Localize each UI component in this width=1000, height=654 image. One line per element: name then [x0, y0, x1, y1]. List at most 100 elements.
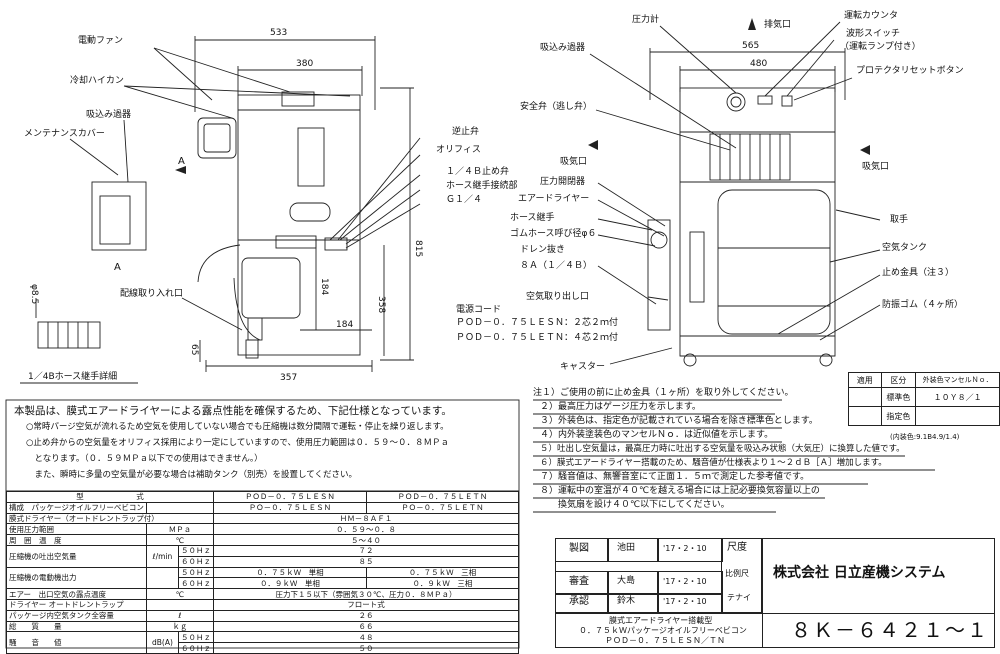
spec-temp-unit: ℃: [145, 534, 215, 546]
label-power-cord-1: ＰＯＤ－０．７５ＬＥＳＮ：２芯２ｍ付: [456, 318, 619, 328]
tb-r3-date: '17・2・10: [663, 597, 707, 606]
spec-trap-value: フロート式: [213, 598, 519, 611]
spec-motor-hz60: ６０Ｈｚ: [178, 577, 214, 590]
color-header-class: 区分: [880, 372, 917, 388]
dim-65: 65: [189, 344, 199, 356]
spec-motor-unit: [145, 566, 180, 590]
dim-184-vertical: 184: [319, 278, 329, 296]
note-6: ６）膜式エアードライヤー搭載のため、騒音値が仕様表より１～２ｄＢ［Ａ］増加します…: [540, 458, 887, 468]
table-row: 構成 パッケージオイルフリーベビコン ＰＯ－０．７５ＬＥＳＮ ＰＯ－０．７５ＬＥ…: [6, 501, 520, 514]
label-power-cord-2: ＰＯＤ－０．７５ＬＥＴＮ：４芯２ｍ付: [456, 333, 619, 343]
label-exhaust: 排気口: [764, 20, 792, 30]
color-row-1-apply: [848, 387, 882, 407]
spec-flow-hz60: ６０Ｈｚ: [178, 555, 214, 568]
spec-pkg-label: パッケージオイルフリーベビコン: [31, 503, 144, 513]
dim-480: 480: [750, 59, 768, 69]
spec-temp-label: 周 囲 温 度: [6, 534, 147, 546]
tb-r3-name-cell: [607, 593, 659, 614]
spec-temp-value: ５～４０: [213, 534, 519, 546]
tb-company-cell: [761, 538, 995, 614]
spec-model-b: ＰＯＤ－０．７５ＬＥＴＮ: [365, 491, 520, 503]
dim-565: 565: [742, 41, 760, 51]
tb-desc-3: ＰＯＤ－０．７５ＬＥＳＮ／ＴＮ: [605, 636, 725, 645]
view-a-detail-label: A: [114, 262, 121, 273]
label-safety-valve: 安全弁（逃し弁）: [520, 102, 593, 112]
spec-tank-label: パッケージ内空気タンク全容量: [6, 609, 147, 622]
tb-r1-name-cell: [607, 538, 659, 562]
view-a-label: A: [178, 156, 185, 167]
label-wave-switch-sub: （運転ランプ付き）: [840, 42, 921, 52]
spec-mass-label: 総 質 量: [6, 620, 147, 633]
label-cooling-pipe: 冷却ハイカン: [70, 76, 124, 86]
dim-184-horizontal: 184: [336, 320, 354, 330]
tb-drawing-number: ８Ｋ－６４２１～１: [791, 618, 989, 642]
note-8-cont: 換気扇を設け４０℃以下にしてください。: [540, 500, 730, 510]
label-intake-right: 吸気口: [862, 162, 890, 172]
spec-noise-unit: dB(A): [145, 631, 180, 654]
tb-r2-date-cell: [657, 571, 723, 595]
label-air-outlet: 空気取り出し口: [526, 292, 590, 302]
label-maintenance-cover: メンテナンスカバー: [24, 129, 105, 139]
label-drain: ドレン抜き: [520, 245, 566, 255]
tb-r1-name: 池田: [617, 543, 636, 553]
dim-815: 815: [413, 240, 423, 258]
spec-motor-label: 圧縮機の電動機出力: [6, 566, 147, 590]
label-counter: 運転カウンタ: [844, 11, 899, 21]
label-intake-filter-right: 吸込み過器: [540, 43, 586, 53]
tb-r2-label: 審査: [569, 576, 589, 587]
intro-bullet-3: また、瞬時に多量の空気量が必要な場合は補助タンク（別売）を設置してください。: [26, 470, 358, 480]
label-hose-fitting: ホース継手: [510, 213, 555, 223]
color-row-2-apply: [848, 406, 882, 426]
spec-table: 型 式 ＰＯＤ－０．７５ＬＥＳＮ ＰＯＤ－０．７５ＬＥＴＮ 構成 パッケージオイ…: [6, 491, 520, 654]
note-3: ３）外装色は、指定色が記載されている場合を除き標準色とします。: [540, 416, 818, 426]
dim-357: 357: [280, 373, 298, 383]
label-protector-reset: プロテクタリセットボタン: [856, 66, 964, 76]
tb-r1-date: '17・2・10: [663, 544, 707, 553]
dim-358: 358: [376, 296, 386, 314]
label-check-valve: 逆止弁: [452, 127, 480, 137]
table-row: ドライヤー オートドレントラップ フロート式: [6, 598, 519, 611]
spec-motor-60b: ０．９ｋＷ 三相: [365, 577, 520, 590]
label-drain-size: ８Ａ（１／４Ｂ）: [520, 261, 593, 271]
color-header-apply: 適用: [848, 372, 882, 388]
label-hose-fitting-connection: ホース継手接続部: [446, 181, 518, 191]
label-stop-valve: １／４Ｂ止め弁: [446, 167, 510, 177]
tb-r2-date: '17・2・10: [663, 577, 707, 586]
tb-tenai: テナイ: [727, 593, 751, 602]
tb-r1-date-cell: [657, 538, 723, 562]
color-row-1-class: 標準色: [880, 387, 917, 407]
label-intake-left: 吸気口: [560, 157, 588, 167]
note-4: ４）内外装塗装色のマンセルＮｏ．は近似値を示します。: [540, 430, 774, 440]
spec-noise-hz50: ５０Ｈｚ: [178, 631, 214, 644]
tb-r3-date-cell: [657, 593, 723, 614]
spec-trap-unit: [145, 598, 215, 611]
label-wiring-port: 配線取り入れ口: [120, 289, 184, 299]
spec-flow-hz50: ５０Ｈｚ: [178, 544, 214, 557]
spec-pkg-b: ＰＯ－０．７５ＬＥＴＮ: [365, 501, 520, 514]
label-g14: Ｇ１／４: [446, 195, 483, 205]
dim-533: 533: [270, 28, 288, 38]
spec-noise-label: 騒 音 値: [6, 631, 147, 654]
table-row: 圧縮機の電動機出力 ５０Ｈｚ ０．７５ｋＷ 単相 ０．７５ｋＷ 三相: [6, 566, 520, 590]
spec-pressure-value: ０．５９～０．８: [213, 523, 519, 536]
interior-color-note: (内装色:9.1B4.9/1.4): [890, 433, 960, 441]
tb-r1-label-cell: [555, 538, 609, 562]
color-header-munsell: 外装色マンセルＮｏ．: [915, 372, 1000, 388]
spec-motor-hz50: ５０Ｈｚ: [178, 566, 214, 579]
spec-noise-50: ４８: [213, 631, 519, 644]
spec-motor-50a: ０．７５ｋＷ 単相: [213, 566, 367, 579]
label-rubber-hose: ゴムホース呼び径φ６: [510, 229, 597, 239]
label-wave-switch: 波形スイッチ: [846, 29, 901, 39]
tb-r2-name-cell: [607, 571, 659, 595]
tb-r3-label-cell: [555, 593, 609, 614]
tb-shakudo: 尺度: [727, 542, 747, 553]
spec-dryer-value: ＨＭ－８ＡＦ１: [213, 512, 519, 525]
spec-dew-label: エアー 出口空気の露点温度: [6, 588, 147, 600]
spec-dew-value: 圧力下１５以下（雰囲気３０℃、圧力０．８ＭＰａ）: [213, 588, 519, 600]
spec-dew-1: エアー: [9, 589, 32, 599]
table-row: 膜式ドライヤー（オートドレントラップ付） ＨＭ－８ＡＦ１: [6, 512, 519, 525]
note-7: ７）騒音値は、無響音室にて正面１．５ｍで測定した参考値です。: [540, 472, 810, 482]
table-row: 圧縮機の吐出空気量 ℓ/min ５０Ｈｚ ７２: [6, 544, 519, 568]
spec-dew-unit: ℃: [145, 588, 215, 600]
